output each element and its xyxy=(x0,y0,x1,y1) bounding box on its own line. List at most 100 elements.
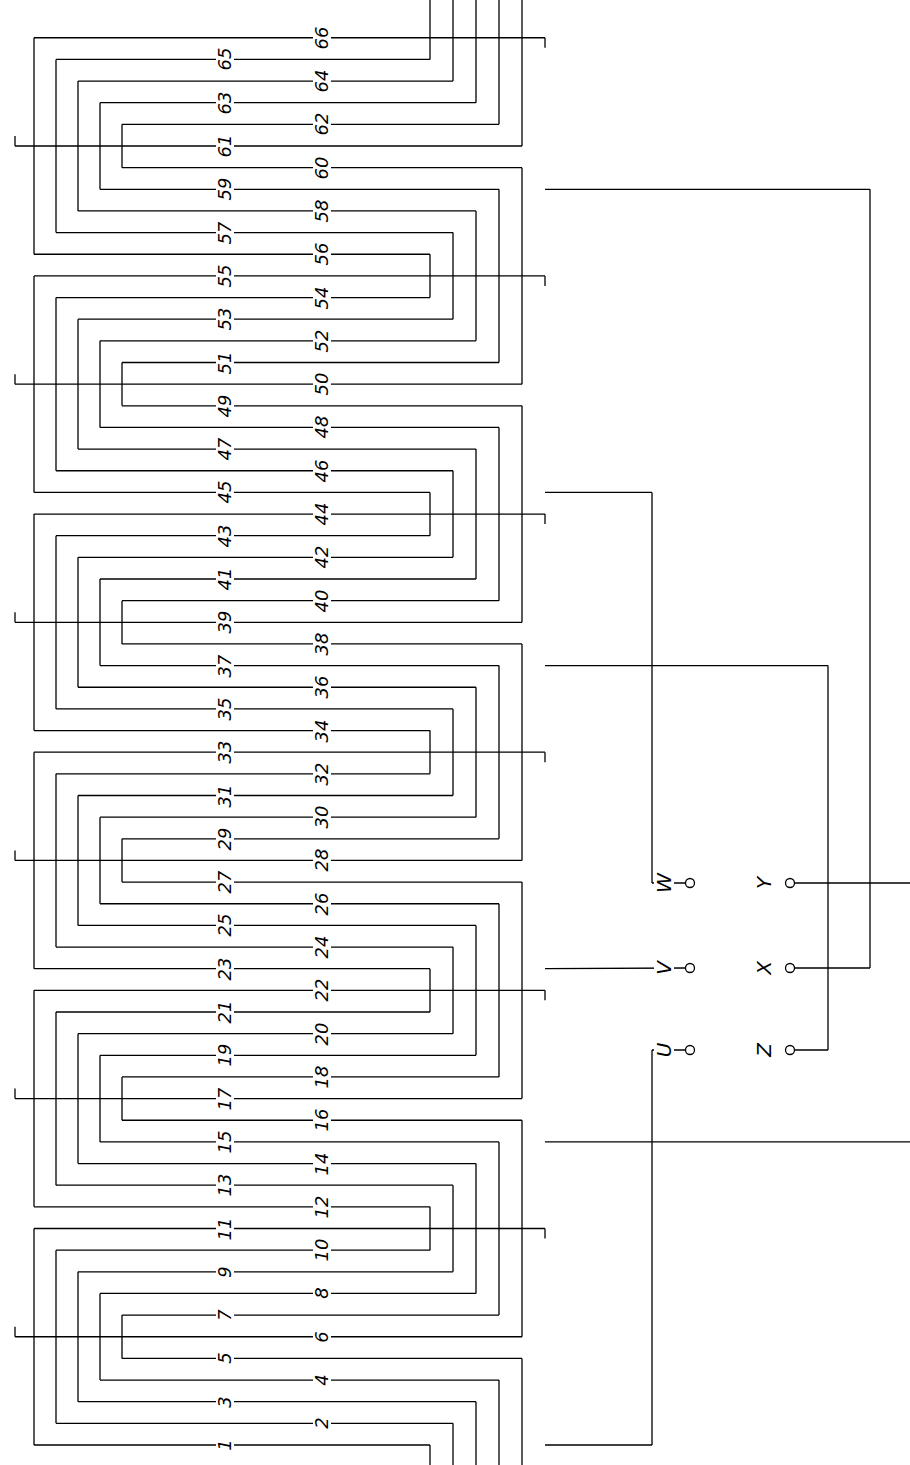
slot-number: 16 xyxy=(313,1107,331,1134)
wire xyxy=(34,513,545,514)
slot-number: 49 xyxy=(216,392,234,419)
wire xyxy=(14,374,15,384)
wire xyxy=(452,0,453,81)
slot-number: 46 xyxy=(313,457,331,484)
slot-number: 14 xyxy=(313,1150,331,1177)
wire xyxy=(545,1444,652,1445)
wire xyxy=(100,903,499,904)
slot-number: 61 xyxy=(216,133,234,160)
slot-number: 9 xyxy=(216,1264,234,1279)
wire xyxy=(100,102,476,103)
wire xyxy=(475,0,476,103)
slot-number: 51 xyxy=(216,349,234,376)
wire xyxy=(122,1314,499,1315)
wire xyxy=(545,492,652,493)
wire xyxy=(545,665,828,666)
wire xyxy=(56,708,453,709)
slot-number: 39 xyxy=(216,609,234,636)
slot-number: 64 xyxy=(313,68,331,95)
wire xyxy=(56,773,430,774)
slot-number: 11 xyxy=(216,1215,234,1242)
wire xyxy=(15,145,522,146)
slot-number: 15 xyxy=(216,1128,234,1155)
slot-number: 27 xyxy=(216,869,234,896)
wire xyxy=(14,612,15,622)
slot-number: 53 xyxy=(216,306,234,333)
slot-number: 62 xyxy=(313,111,331,138)
slot-number: 5 xyxy=(216,1351,234,1366)
wire xyxy=(56,1185,453,1186)
slot-number: 38 xyxy=(313,630,331,657)
slot-number: 17 xyxy=(216,1085,234,1112)
wire xyxy=(122,405,522,406)
wire xyxy=(34,254,430,255)
wire xyxy=(498,0,499,124)
terminal-label: X xyxy=(754,959,774,977)
wire xyxy=(56,232,453,233)
wire xyxy=(15,1336,522,1337)
wire xyxy=(78,80,453,81)
slot-number: 59 xyxy=(216,176,234,203)
slot-number: 30 xyxy=(313,804,331,831)
terminal-circle xyxy=(786,879,795,888)
slot-number: 13 xyxy=(216,1172,234,1199)
wire xyxy=(544,276,545,286)
wire xyxy=(34,730,430,731)
wire xyxy=(56,297,430,298)
terminal-circle xyxy=(686,1046,695,1055)
wire xyxy=(122,838,499,839)
slot-number: 29 xyxy=(216,825,234,852)
wire xyxy=(795,882,910,883)
wire xyxy=(56,1423,453,1424)
wire xyxy=(100,817,476,818)
wire xyxy=(56,470,453,471)
slot-number: 26 xyxy=(313,890,331,917)
wire xyxy=(498,1380,499,1465)
terminal-label: Y xyxy=(754,875,774,891)
slot-number: 10 xyxy=(313,1237,331,1264)
wire xyxy=(544,1229,545,1239)
slot-number: 20 xyxy=(313,1020,331,1047)
wire xyxy=(100,1055,476,1056)
wire xyxy=(651,1050,652,1445)
slot-number: 31 xyxy=(216,782,234,809)
wire xyxy=(100,340,476,341)
slot-number: 22 xyxy=(313,977,331,1004)
wire xyxy=(78,557,453,558)
wire xyxy=(56,535,430,536)
wire xyxy=(14,1327,15,1337)
slot-number: 4 xyxy=(313,1372,331,1387)
slot-number: 35 xyxy=(216,695,234,722)
wire xyxy=(795,967,870,968)
wire xyxy=(521,1358,522,1465)
wire xyxy=(78,1401,476,1402)
terminal-circle xyxy=(686,964,695,973)
slot-number: 43 xyxy=(216,522,234,549)
wire xyxy=(544,38,545,48)
wire xyxy=(545,189,870,190)
wire xyxy=(78,210,476,211)
wire xyxy=(100,1379,499,1380)
wire xyxy=(100,578,476,579)
slot-number: 48 xyxy=(313,414,331,441)
wire xyxy=(34,1206,430,1207)
wire xyxy=(78,1033,453,1034)
wire xyxy=(15,860,522,861)
wire xyxy=(475,1402,476,1465)
wire xyxy=(452,1423,453,1465)
wire xyxy=(429,0,430,59)
terminal-label: V xyxy=(654,959,674,977)
wire xyxy=(56,1250,430,1251)
wire xyxy=(34,1228,545,1229)
slot-number: 12 xyxy=(313,1193,331,1220)
slot-number: 58 xyxy=(313,197,331,224)
wire xyxy=(14,850,15,860)
slot-number: 41 xyxy=(216,566,234,593)
wire xyxy=(78,448,476,449)
wire xyxy=(544,752,545,762)
slot-number: 40 xyxy=(313,587,331,614)
terminal-circle xyxy=(686,879,695,888)
slot-number: 65 xyxy=(216,46,234,73)
slot-number: 45 xyxy=(216,479,234,506)
wire xyxy=(545,1141,910,1142)
